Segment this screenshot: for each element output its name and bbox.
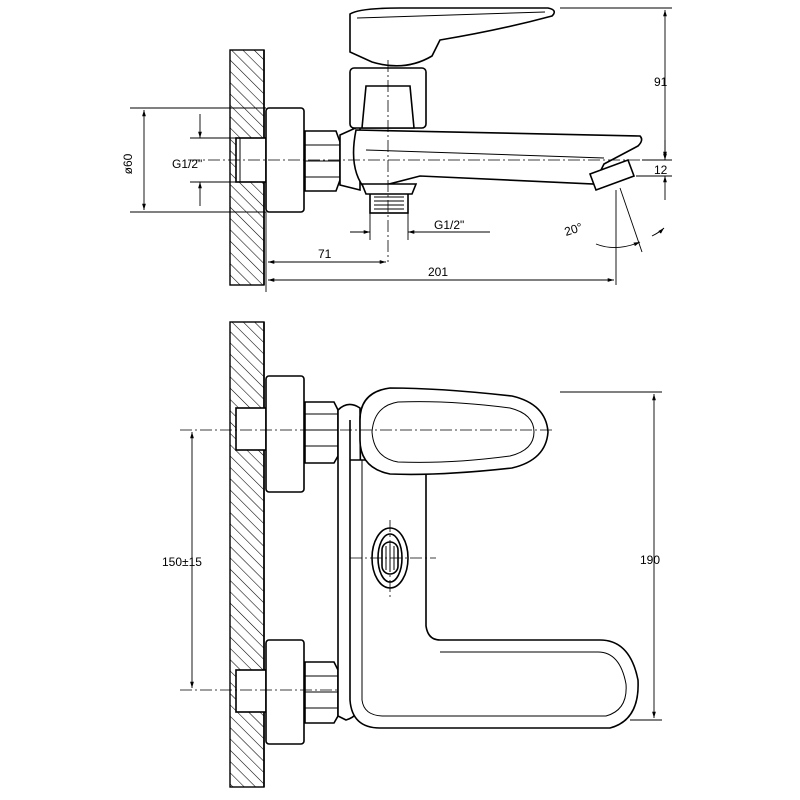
wall-section-front <box>229 321 265 788</box>
dim-height-91-label: 91 <box>654 75 668 89</box>
side-view: ø60 G1/2" G1/2" 91 12 20° 71 <box>121 7 672 292</box>
outlet-thread-top <box>369 192 409 214</box>
inlet-thread-lower <box>235 669 267 713</box>
dim-length-201-label: 201 <box>428 265 448 279</box>
lever-handle-top <box>349 7 556 67</box>
dim-drop-12-label: 12 <box>654 163 668 177</box>
dim-thread-inlet-label: G1/2" <box>172 157 202 171</box>
hex-nut-upper <box>304 401 339 464</box>
front-view: 150±15 190 <box>162 321 662 788</box>
dim-spacing-label: 150±15 <box>162 555 202 569</box>
dim-offset-71-label: 71 <box>318 247 332 261</box>
dim-height-190-label: 190 <box>640 553 660 567</box>
dim-angle-label: 20° <box>563 220 585 239</box>
wall-flange-upper <box>265 375 305 493</box>
lever-handle-front <box>359 387 549 476</box>
wall-flange-lower <box>265 639 305 745</box>
inlet-thread-upper <box>235 407 267 451</box>
dim-thread-outlet-label: G1/2" <box>434 218 464 232</box>
dim-diameter-label: ø60 <box>121 153 135 174</box>
aerator-top <box>588 158 636 192</box>
